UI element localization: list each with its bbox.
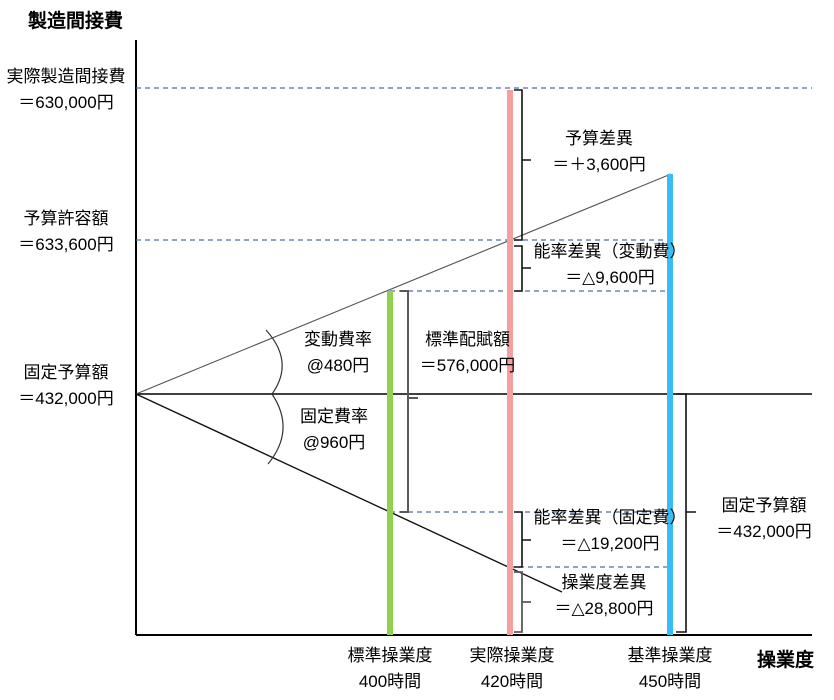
label-fixed-budget-right: 固定予算額 ＝432,000円 <box>700 493 828 545</box>
label-efficiency-variance-variable: 能率差異（変動費） ＝△9,600円 <box>526 239 694 291</box>
fixed-budget-right-bracket <box>676 393 696 633</box>
label-fixed-budget-right-line1: 固定予算額 <box>721 496 807 515</box>
label-fixed-budget: 固定予算額 ＝432,000円 <box>0 360 132 412</box>
label-standard-applied: 標準配賦額 ＝576,000円 <box>405 327 530 379</box>
label-budget-allowance-line1: 予算許容額 <box>23 209 109 228</box>
label-standard-applied-line1: 標準配賦額 <box>425 330 510 349</box>
xtick-normal-hours-line1: 基準操業度 <box>627 646 713 665</box>
label-budget-allowance: 予算許容額 ＝633,600円 <box>0 206 132 258</box>
budget-variance-bracket <box>514 89 531 241</box>
standard-applied-bracket <box>400 290 418 513</box>
xtick-actual-hours-line1: 実際操業度 <box>469 646 555 665</box>
label-budget-variance: 予算差異 ＝＋3,600円 <box>529 126 669 178</box>
variable-rate-line <box>135 173 672 395</box>
xtick-standard-hours: 標準操業度 400時間 <box>320 643 460 695</box>
xtick-actual-hours-line2: 420時間 <box>480 672 544 691</box>
capacity-variance-bracket <box>514 571 531 633</box>
label-actual-overhead-line1: 実際製造間接費 <box>6 67 126 86</box>
label-fixed-rate: 固定費率 @960円 <box>284 404 384 456</box>
label-capacity-line1: 操業度差異 <box>561 573 647 592</box>
xtick-normal-hours-line2: 450時間 <box>638 672 702 691</box>
label-standard-applied-line2: ＝576,000円 <box>419 356 516 375</box>
label-fixed-budget-right-line2: ＝432,000円 <box>716 522 812 541</box>
label-fixed-budget-line1: 固定予算額 <box>23 363 109 382</box>
label-variable-rate: 変動費率 @480円 <box>288 327 388 379</box>
label-eff-fix-line1: 能率差異（固定費） <box>533 508 687 527</box>
label-fixed-rate-line1: 固定費率 <box>300 407 368 426</box>
label-eff-fix-line2: ＝△19,200円 <box>560 534 660 553</box>
efficiency-variance-fixed-bracket <box>514 511 531 568</box>
label-budget-allowance-line2: ＝633,600円 <box>18 235 114 254</box>
label-budget-variance-line1: 予算差異 <box>565 129 633 148</box>
label-budget-variance-line2: ＝＋3,600円 <box>552 155 646 174</box>
efficiency-variance-variable-bracket <box>514 245 531 292</box>
fixed-rate-line <box>135 393 563 593</box>
label-efficiency-variance-fixed: 能率差異（固定費） ＝△19,200円 <box>526 505 694 557</box>
label-capacity-line2: ＝△28,800円 <box>554 599 654 618</box>
label-eff-var-line1: 能率差異（変動費） <box>533 242 687 261</box>
label-capacity-variance: 操業度差異 ＝△28,800円 <box>529 570 679 622</box>
label-actual-overhead-line2: ＝630,000円 <box>18 93 114 112</box>
y-axis-title: 製造間接費 <box>28 11 124 32</box>
fixed-rate-arc <box>267 393 284 465</box>
label-variable-rate-line2: @480円 <box>306 356 370 375</box>
x-axis-title: 操業度 <box>757 650 815 671</box>
label-fixed-rate-line2: @960円 <box>302 433 366 452</box>
label-actual-overhead: 実際製造間接費 ＝630,000円 <box>0 64 132 116</box>
label-fixed-budget-line2: ＝432,000円 <box>18 389 114 408</box>
variable-rate-arc <box>265 329 283 395</box>
label-eff-var-line2: ＝△9,600円 <box>565 268 655 287</box>
xtick-normal-hours: 基準操業度 450時間 <box>600 643 740 695</box>
label-variable-rate-line1: 変動費率 <box>304 330 372 349</box>
xtick-standard-hours-line1: 標準操業度 <box>347 646 433 665</box>
xtick-actual-hours: 実際操業度 420時間 <box>442 643 582 695</box>
xtick-standard-hours-line2: 400時間 <box>358 672 422 691</box>
